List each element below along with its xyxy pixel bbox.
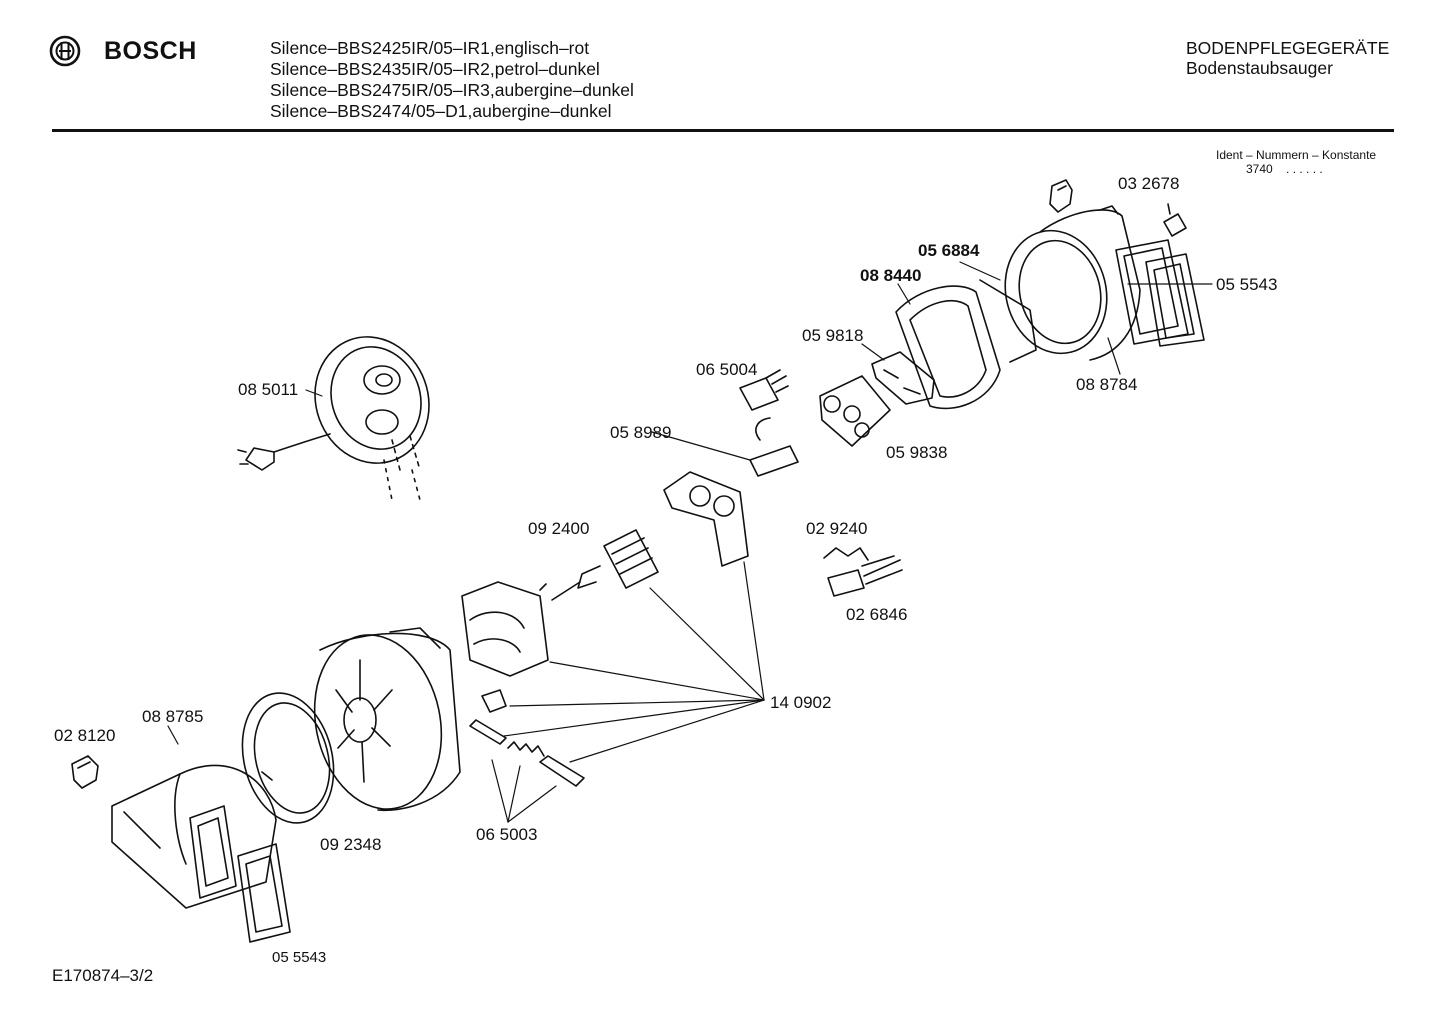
part-label: 08 5011 <box>238 380 298 399</box>
model-line: Silence–BBS2435IR/05–IR2,petrol–dunkel <box>270 59 600 79</box>
small-capacitor-part <box>827 559 903 597</box>
carbon-brush-part <box>469 719 585 787</box>
ident-dots: . . . . . . <box>1286 162 1323 176</box>
foam-seal-part <box>895 279 1037 410</box>
category-block: BODENPFLEGEGERÄTE Bodenstaubsauger <box>1186 38 1389 78</box>
gasket-ring-part <box>241 692 335 824</box>
part-label: 08 8440 <box>860 266 921 285</box>
clip-part-top <box>1049 179 1073 213</box>
ident-value-row: 3740 . . . . . . <box>1216 162 1376 176</box>
front-filter-pad <box>237 843 291 943</box>
front-cover-part <box>111 764 277 909</box>
part-label: 09 2400 <box>528 519 589 538</box>
brand: BOSCH <box>48 34 197 68</box>
circuit-board-part <box>871 351 935 405</box>
model-list: Silence–BBS2425IR/05–IR1,englisch–rot Si… <box>270 38 634 122</box>
drawing-code: E170874–3/2 <box>52 966 154 985</box>
model-line: Silence–BBS2474/05–D1,aubergine–dunkel <box>270 101 612 121</box>
ident-label: Ident – Nummern – Konstante <box>1216 148 1377 162</box>
rear-filter-pad <box>1145 253 1205 347</box>
part-label: 05 5543 <box>1216 275 1277 294</box>
model-line: Silence–BBS2475IR/05–IR3,aubergine–dunke… <box>270 80 634 100</box>
connector-part <box>739 369 789 411</box>
clip-part-front <box>71 755 99 789</box>
stator-part <box>461 581 549 677</box>
part-label: 09 2348 <box>320 835 381 854</box>
part-label: 05 9838 <box>886 443 947 462</box>
part-label: 02 9240 <box>806 519 867 538</box>
brand-name: BOSCH <box>104 36 197 65</box>
bosch-logo-icon <box>49 35 81 67</box>
header-divider <box>52 129 1394 132</box>
fan-housing-part <box>313 627 461 812</box>
part-label: 06 5004 <box>696 360 757 379</box>
control-module-part <box>819 375 891 447</box>
leader-lines <box>167 261 1213 823</box>
model-line: Silence–BBS2425IR/05–IR1,englisch–rot <box>270 38 590 58</box>
brush-holder-tab <box>481 689 507 713</box>
part-label: 05 8989 <box>610 423 671 442</box>
part-label: 02 8120 <box>54 726 115 745</box>
category-subtitle: Bodenstaubsauger <box>1186 58 1333 78</box>
cable-reel-part <box>237 336 430 501</box>
part-label: 05 9818 <box>802 326 863 345</box>
rear-housing-part <box>1004 205 1141 361</box>
tab-part-032678 <box>1163 203 1187 237</box>
spring-clip-part <box>823 547 895 567</box>
part-label: 05 6884 <box>918 241 980 260</box>
ident-value: 3740 <box>1246 162 1273 176</box>
part-label: 08 8784 <box>1076 375 1137 394</box>
front-filter-frame <box>189 805 237 899</box>
part-label: 14 0902 <box>770 693 831 712</box>
part-label: 03 2678 <box>1118 174 1179 193</box>
rear-filter-frame <box>1115 239 1189 345</box>
part-label: 05 5543 <box>272 949 326 966</box>
category-title: BODENPFLEGEGERÄTE <box>1186 38 1390 58</box>
part-label: 08 8785 <box>142 707 203 726</box>
motor-bracket-part <box>663 471 749 567</box>
ident-block: Ident – Nummern – Konstante 3740 . . . .… <box>1216 148 1376 176</box>
armature-part <box>551 529 659 601</box>
part-label: 02 6846 <box>846 605 907 624</box>
capacitor-part <box>749 417 799 477</box>
part-label: 06 5003 <box>476 825 537 844</box>
